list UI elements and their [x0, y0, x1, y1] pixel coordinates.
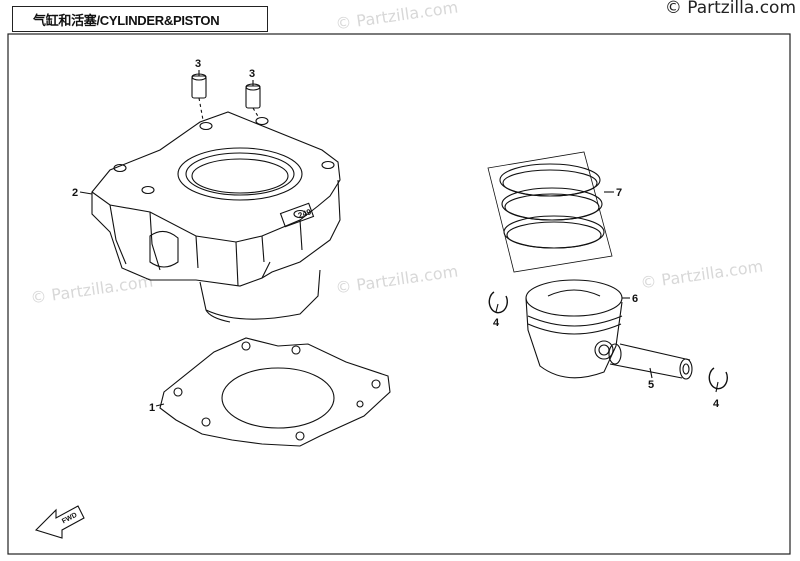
callout-rings: 7 [616, 187, 622, 199]
callout-dowel-left: 3 [195, 58, 201, 70]
dowel-pin-right[interactable] [245, 83, 261, 109]
callout-dowel-right: 3 [249, 68, 255, 80]
callout-pin: 5 [648, 379, 654, 391]
diagram-title: 气缸和活塞/CYLINDER&PISTON [12, 6, 268, 32]
piston-pin-clip-left[interactable] [488, 291, 508, 314]
callout-clip-right: 4 [713, 398, 720, 410]
piston-pin[interactable] [608, 343, 693, 380]
piston-pin-clip-right[interactable] [708, 367, 728, 390]
dowel-pin-left[interactable] [191, 73, 207, 99]
piston-rings[interactable] [487, 151, 613, 273]
cylinder-mark: 249 [297, 207, 313, 220]
diagram-border [7, 33, 791, 555]
callout-cylinder: 2 [72, 187, 78, 199]
callout-clip-left: 4 [493, 317, 500, 329]
cylinder-block[interactable] [91, 111, 341, 323]
callout-gasket: 1 [149, 402, 155, 414]
callout-piston: 6 [632, 293, 638, 305]
cylinder-gasket[interactable] [159, 337, 391, 447]
piston[interactable] [525, 279, 623, 379]
copyright-label: © Partzilla.com [664, 0, 796, 18]
fwd-arrow [34, 505, 85, 539]
